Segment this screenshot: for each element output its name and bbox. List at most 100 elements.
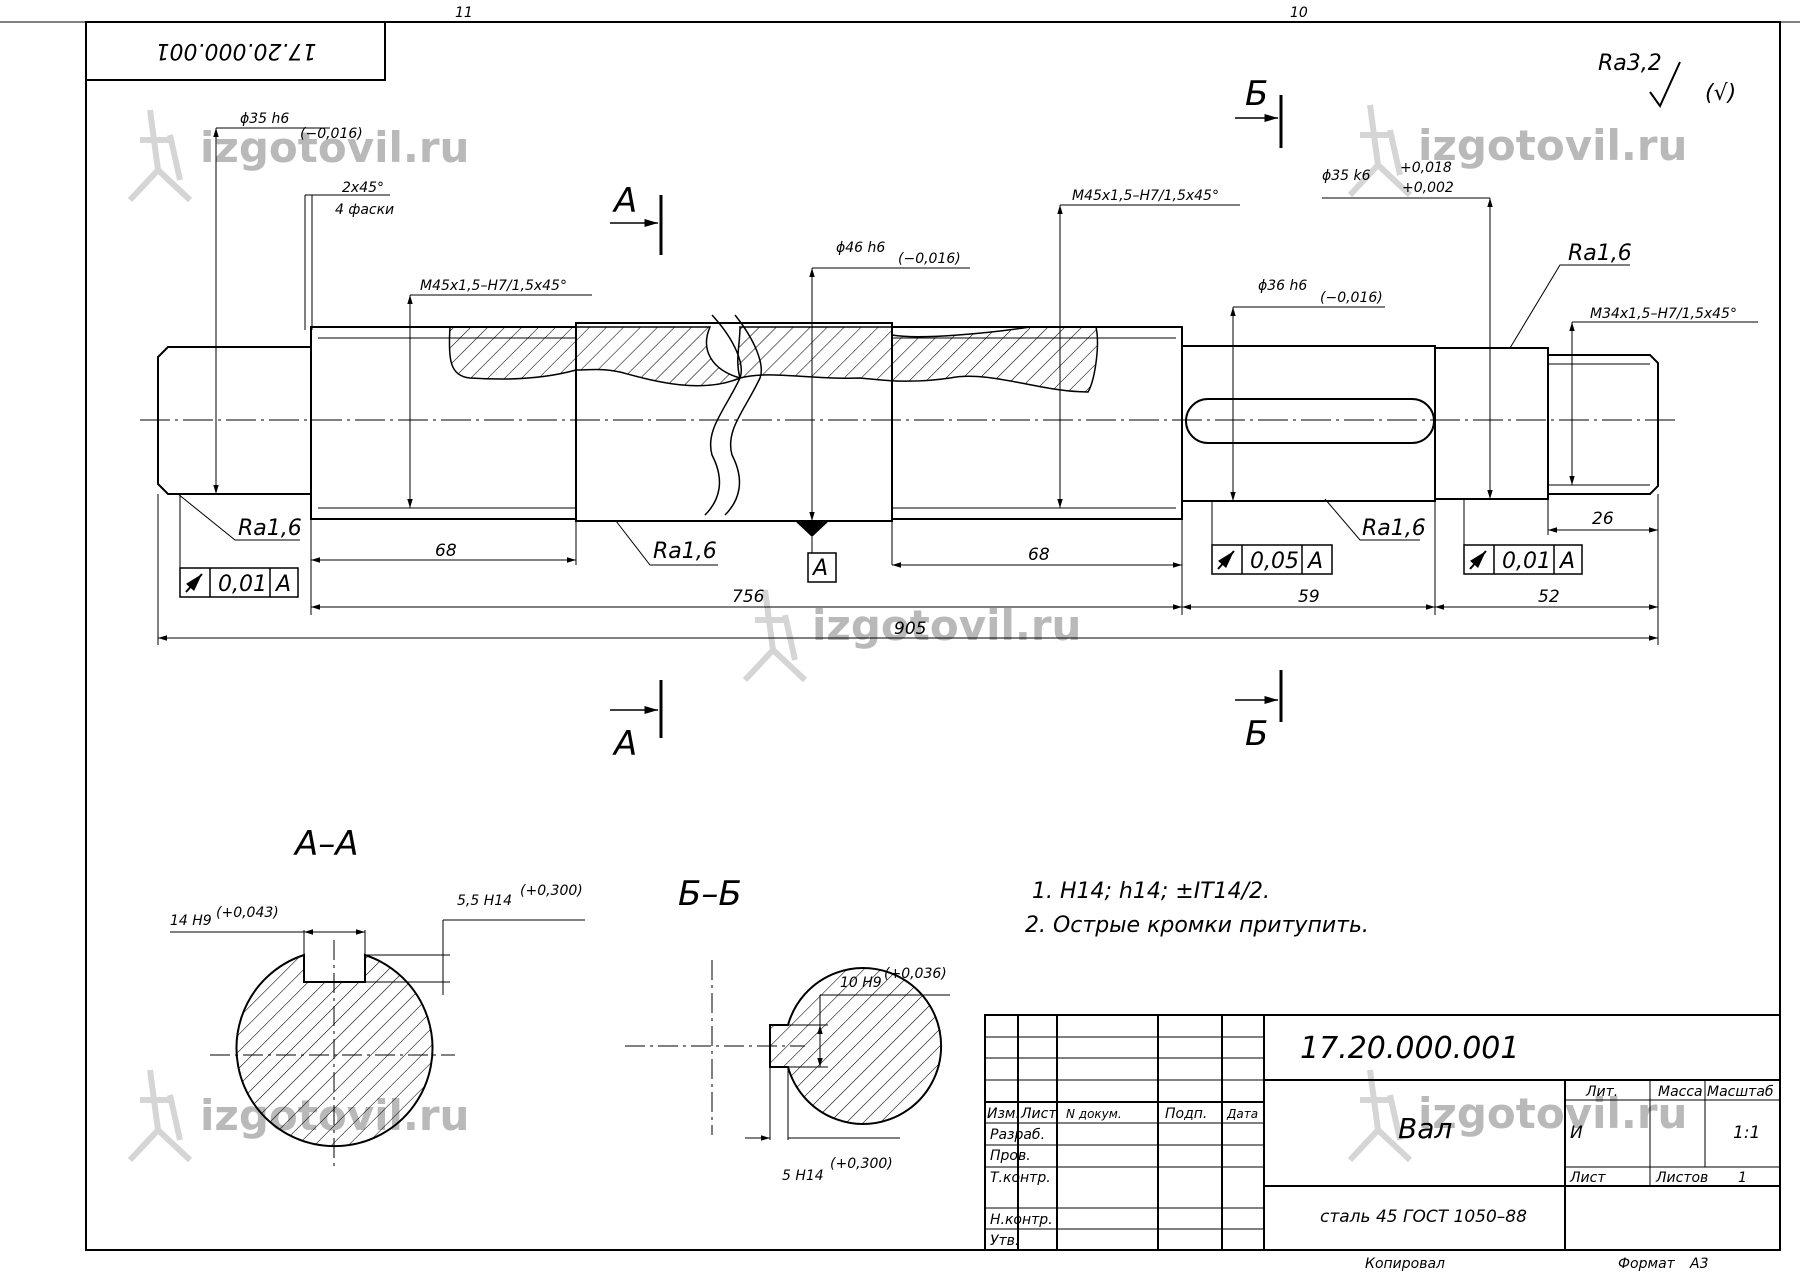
shaft-keyway-slot xyxy=(1185,398,1435,444)
tolerance-value: 0,05 xyxy=(1250,549,1299,574)
watermark-text: izgotovil.ru xyxy=(812,601,1081,650)
zone-label-right: 10 xyxy=(1290,5,1308,21)
datum-triangle-icon xyxy=(795,521,829,537)
tb-scale-value: 1:1 xyxy=(1733,1123,1760,1143)
tb-col-podp: Подп. xyxy=(1165,1106,1207,1122)
section-mark-a-top: A xyxy=(612,181,637,221)
section-marks xyxy=(610,95,1283,738)
tb-row-tkontr: Т.контр. xyxy=(990,1170,1051,1186)
roughness-callouts xyxy=(177,264,1630,566)
dim-chamfer-note: 4 фаски xyxy=(335,202,394,218)
dim-68-right: 68 xyxy=(1028,545,1050,565)
tb-col-ndoc: N докум. xyxy=(1066,1107,1122,1121)
roughness-mid-label: Ra1,6 xyxy=(653,539,717,564)
tolerance-frame: 0,01 A xyxy=(179,494,299,598)
bb-key-depth-tol: (+0,300) xyxy=(830,1156,893,1172)
dim-26: 26 xyxy=(1592,509,1614,529)
shaft-right-thread xyxy=(1547,354,1659,495)
shaft-keyway-section xyxy=(1181,345,1436,502)
dim-d35k6-tol-low: +0,002 xyxy=(1402,180,1454,196)
shaft-view xyxy=(140,322,1680,522)
drawing-frame xyxy=(0,21,1800,1251)
tb-row-razrab: Разраб. xyxy=(990,1127,1045,1143)
dim-756: 756 xyxy=(732,587,765,607)
watermark-logo-icon xyxy=(127,1069,193,1163)
tb-col-list: Лист xyxy=(1020,1106,1057,1122)
dim-d35k6-label: ϕ35 k6 xyxy=(1322,168,1371,184)
length-dimensions xyxy=(157,494,1659,645)
tolerance-frame: 0,01 A xyxy=(1463,499,1583,575)
dim-52: 52 xyxy=(1538,587,1560,607)
section-bb-title: Б–Б xyxy=(678,874,742,914)
tolerance-value: 0,01 xyxy=(218,572,267,597)
aa-key-depth-label: 5,5 H14 xyxy=(457,893,512,909)
note-2: 2. Острые кромки притупить. xyxy=(1025,913,1369,938)
tb-row-prov: Пров. xyxy=(990,1148,1031,1164)
tb-material: сталь 45 ГОСТ 1050–88 xyxy=(1320,1207,1527,1227)
tb-copied: Копировал xyxy=(1365,1256,1445,1272)
roughness-key-label: Ra1,6 xyxy=(1362,516,1426,541)
dim-68-left: 68 xyxy=(435,541,457,561)
dim-59: 59 xyxy=(1298,587,1320,607)
tolerance-datum: A xyxy=(274,572,291,597)
section-mark-b-top: Б xyxy=(1245,74,1268,114)
dim-chamfer-label: 2x45° xyxy=(342,180,384,196)
watermark-text: izgotovil.ru xyxy=(1418,121,1687,170)
roughness-other-label: (√) xyxy=(1705,81,1736,106)
diameter-dimensions xyxy=(213,127,1758,521)
aa-key-width-label: 14 H9 xyxy=(170,913,212,929)
roughness-main-label: Ra3,2 xyxy=(1598,51,1662,76)
tb-col-data: Дата xyxy=(1226,1107,1258,1121)
zone-label-left: 11 xyxy=(455,5,473,21)
roughness-left-label: Ra1,6 xyxy=(238,516,302,541)
section-aa-title: A–A xyxy=(293,824,359,864)
tb-sheets: Листов xyxy=(1655,1170,1708,1186)
section-bb: Б–Б 10 H9 (+0,036) 5 H14 (+0,300) xyxy=(625,874,950,1184)
dim-d35h6-label: ϕ35 h6 xyxy=(240,111,289,127)
tb-format-value: А3 xyxy=(1689,1256,1708,1272)
tb-sheet: Лист xyxy=(1569,1170,1606,1186)
tb-format: Формат xyxy=(1618,1256,1676,1272)
section-mark-b-bottom: Б xyxy=(1245,714,1268,754)
watermark-text: izgotovil.ru xyxy=(200,123,469,172)
tb-row-utv: Утв. xyxy=(990,1233,1019,1249)
tb-lit: Лит. xyxy=(1585,1084,1618,1100)
watermark-logo-icon xyxy=(1347,104,1413,198)
tb-row-nkontr: Н.контр. xyxy=(990,1212,1053,1228)
tb-scale: Масштаб xyxy=(1707,1084,1774,1100)
bb-key-depth-label: 5 H14 xyxy=(782,1168,824,1184)
datum-marker: A xyxy=(795,521,837,583)
cutaway-region xyxy=(448,314,1099,516)
watermark-logo-icon xyxy=(1347,1069,1413,1163)
tolerance-datum: A xyxy=(1558,549,1575,574)
aa-key-depth-tol: (+0,300) xyxy=(520,883,583,899)
title-block xyxy=(984,1014,1781,1251)
roughness-check-icon xyxy=(1649,61,1681,108)
tb-lit-value: И xyxy=(1570,1123,1583,1143)
roughness-right-top-label: Ra1,6 xyxy=(1568,241,1632,266)
tb-col-izm: Изм. xyxy=(987,1106,1020,1122)
shaft-right-journal xyxy=(1434,347,1549,500)
bb-key-width-tol: (+0,036) xyxy=(884,966,947,982)
section-aa: A–A 14 H9 (+0,043) 5,5 H14 (+0,300) xyxy=(170,824,585,1170)
datum-label: A xyxy=(811,556,828,581)
section-mark-a-bottom: A xyxy=(612,724,637,764)
aa-key-width-tol: (+0,043) xyxy=(216,905,279,921)
dim-d36h6-label: ϕ36 h6 xyxy=(1258,278,1307,294)
tb-name: Вал xyxy=(1398,1112,1452,1145)
mirrored-stamp: 17.20.000.001 xyxy=(156,38,317,63)
tolerance-value: 0,01 xyxy=(1502,549,1551,574)
watermark-logo-icon xyxy=(742,589,808,683)
general-roughness: Ra3,2 (√) xyxy=(1598,51,1736,108)
dim-thread-mid-label: M45x1,5–H7/1,5x45° xyxy=(1072,188,1219,204)
tb-mass: Масса xyxy=(1658,1084,1703,1100)
runout-icon xyxy=(1469,550,1487,570)
tb-designation: 17.20.000.001 xyxy=(1300,1031,1519,1066)
dim-d46h6-label: ϕ46 h6 xyxy=(836,240,885,256)
runout-icon xyxy=(1217,550,1235,570)
dim-d35h6-tol: (−0,016) xyxy=(300,126,363,142)
tb-sheets-value: 1 xyxy=(1738,1170,1747,1186)
dim-d35k6-tol-up: +0,018 xyxy=(1400,160,1452,176)
dim-thread-left-label: M45x1,5–H7/1,5x45° xyxy=(420,278,567,294)
